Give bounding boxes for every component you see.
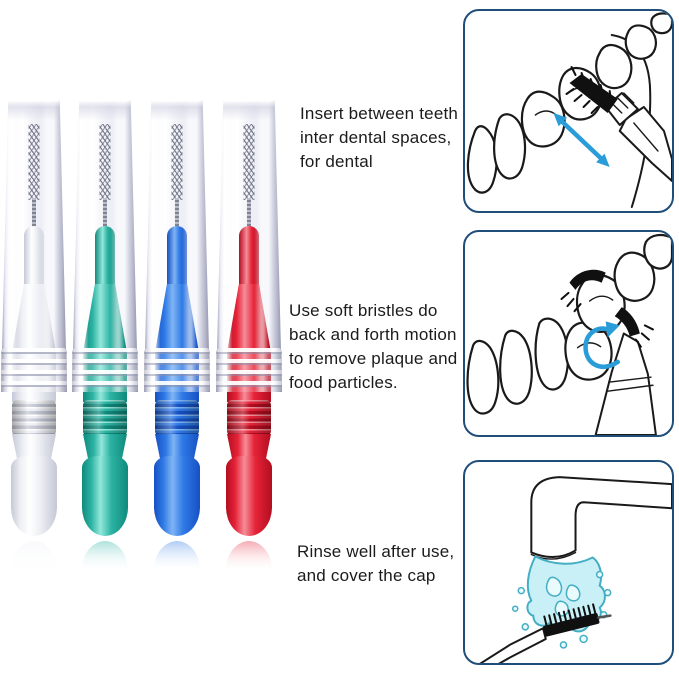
instruction-text-motion: Use soft bristles do back and forth moti… bbox=[289, 301, 458, 392]
handle-waist bbox=[83, 434, 127, 460]
grip-ribs bbox=[227, 400, 271, 436]
cap-rim-rings bbox=[144, 348, 210, 392]
cap-shine bbox=[1, 100, 67, 392]
table-reflection bbox=[82, 541, 128, 579]
teeth-insert-drawing bbox=[466, 12, 672, 208]
panel-insert-illustration bbox=[463, 9, 674, 213]
grip-ribs bbox=[83, 400, 127, 436]
black-bristle-head bbox=[560, 269, 654, 348]
cap-shine bbox=[216, 100, 282, 392]
teeth-row bbox=[466, 233, 672, 415]
interdental-brush-red bbox=[216, 100, 282, 580]
instruction-text-insert: Insert between teeth inter dental spaces… bbox=[300, 104, 459, 171]
table-reflection bbox=[154, 541, 200, 579]
double-arrow-icon bbox=[553, 113, 610, 167]
interdental-brush-white bbox=[1, 100, 67, 580]
curved-arrow-icon bbox=[583, 321, 620, 369]
interdental-brush-blue bbox=[144, 100, 210, 580]
table-reflection bbox=[11, 541, 57, 579]
handle-grip bbox=[11, 456, 57, 536]
cap-rim-rings bbox=[216, 348, 282, 392]
table-reflection bbox=[226, 541, 272, 579]
cap-rim-rings bbox=[72, 348, 138, 392]
grip-ribs bbox=[12, 400, 56, 436]
rinse-drawing bbox=[476, 476, 672, 663]
black-bristle-head bbox=[569, 74, 618, 113]
panel-rinse-illustration bbox=[463, 460, 674, 665]
instruction-text-rinse: Rinse well after use, and cover the cap bbox=[297, 542, 455, 585]
handle-waist bbox=[12, 434, 56, 460]
interdental-brush-teal bbox=[72, 100, 138, 580]
cap-rim-rings bbox=[1, 348, 67, 392]
teeth-row bbox=[466, 12, 672, 194]
handle-waist bbox=[155, 434, 199, 460]
interdental-brush-drawing bbox=[565, 66, 672, 182]
wire-tip bbox=[597, 614, 612, 619]
panel-motion-illustration bbox=[463, 230, 674, 437]
brush-under-water bbox=[476, 603, 612, 663]
faucet-outline bbox=[530, 476, 672, 558]
cap-shine bbox=[72, 100, 138, 392]
handle-grip bbox=[154, 456, 200, 536]
grip-ribs bbox=[155, 400, 199, 436]
teeth-motion-drawing bbox=[466, 233, 672, 435]
handle-grip bbox=[226, 456, 272, 536]
handle-grip bbox=[82, 456, 128, 536]
handle-waist bbox=[227, 434, 271, 460]
cap-shine bbox=[144, 100, 210, 392]
brush-handle-outline bbox=[618, 106, 672, 182]
water-splash bbox=[511, 555, 612, 649]
